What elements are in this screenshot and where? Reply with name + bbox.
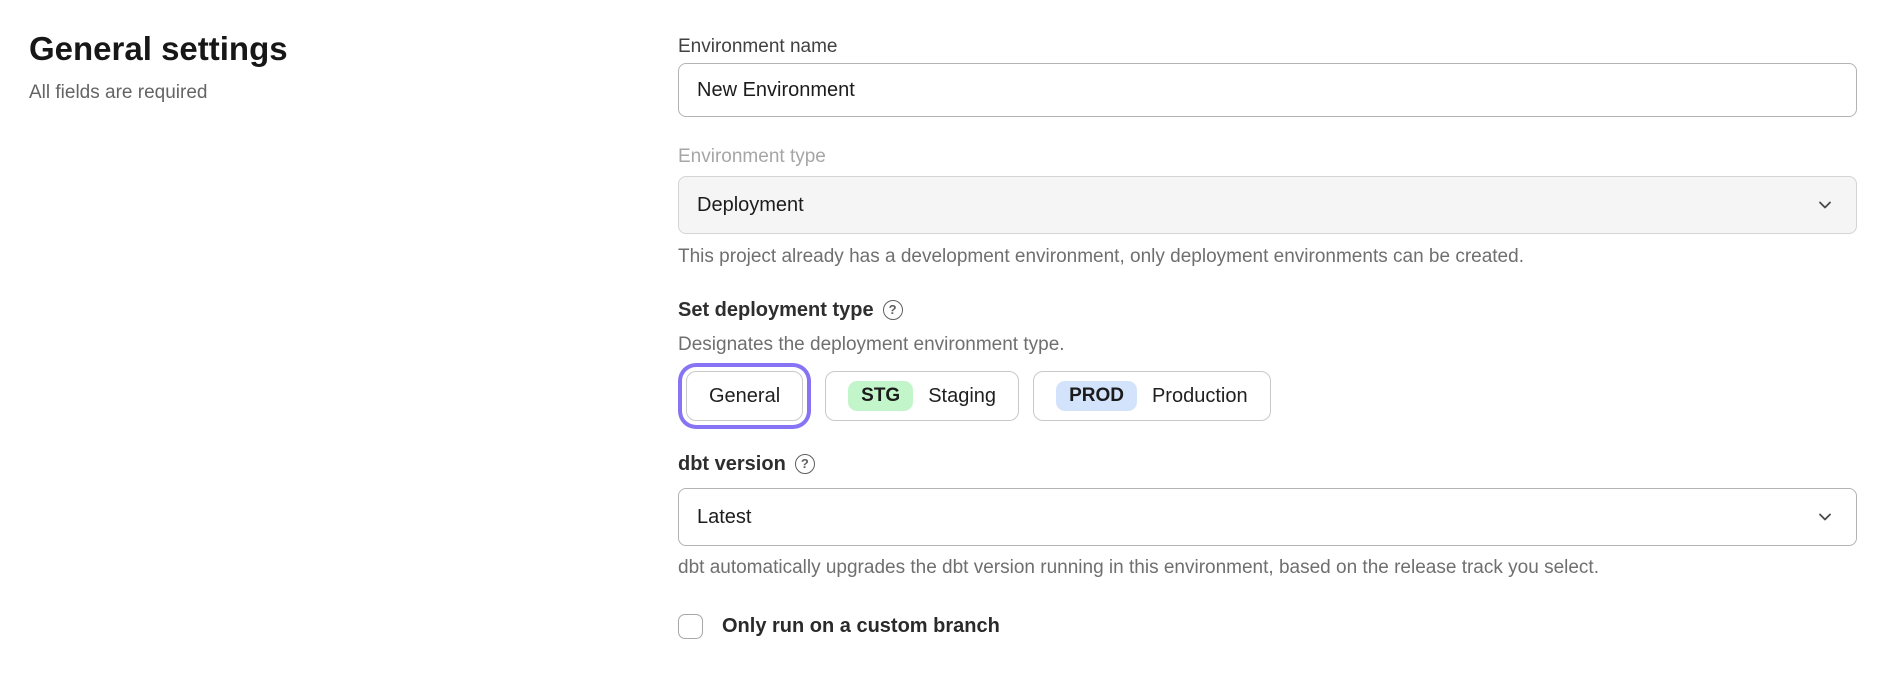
deployment-type-options: General STG Staging PROD Production xyxy=(678,371,1857,421)
staging-badge: STG xyxy=(848,381,914,411)
dbt-version-select[interactable]: Latest xyxy=(678,488,1857,546)
dbt-version-label-text: dbt version xyxy=(678,453,786,475)
environment-name-value: New Environment xyxy=(697,78,855,101)
environment-name-input[interactable]: New Environment xyxy=(678,63,1857,117)
help-icon[interactable]: ? xyxy=(882,300,903,320)
chevron-down-icon xyxy=(1816,508,1834,526)
environment-type-value: Deployment xyxy=(697,193,804,216)
option-label: General xyxy=(709,384,781,407)
deployment-type-label-text: Set deployment type xyxy=(678,299,874,321)
deployment-type-helper: Designates the deployment environment ty… xyxy=(678,334,1065,355)
page-title: General settings xyxy=(29,30,288,67)
option-label: Staging xyxy=(928,384,997,407)
deployment-type-option-staging[interactable]: STG Staging xyxy=(825,371,1020,421)
environment-type-select[interactable]: Deployment xyxy=(678,176,1857,234)
chevron-down-icon xyxy=(1816,196,1834,214)
environment-type-label: Environment type xyxy=(678,146,826,167)
help-icon[interactable]: ? xyxy=(794,454,815,474)
environment-type-helper: This project already has a development e… xyxy=(678,246,1524,267)
dbt-version-label: dbt version ? xyxy=(678,453,1857,475)
deployment-type-label: Set deployment type ? xyxy=(678,299,1857,321)
page-subtitle: All fields are required xyxy=(29,82,208,103)
option-label: Production xyxy=(1151,384,1248,407)
custom-branch-label[interactable]: Only run on a custom branch xyxy=(722,615,1000,637)
environment-form: Environment name New Environment Environ… xyxy=(678,37,1857,639)
deployment-type-option-general[interactable]: General xyxy=(686,371,804,421)
custom-branch-row[interactable]: Only run on a custom branch xyxy=(678,614,1857,639)
settings-header: General settings All fields are required xyxy=(29,30,589,104)
dbt-version-value: Latest xyxy=(697,505,752,528)
production-badge: PROD xyxy=(1056,381,1137,411)
environment-name-label: Environment name xyxy=(678,36,838,57)
deployment-type-option-production[interactable]: PROD Production xyxy=(1033,371,1271,421)
dbt-version-helper: dbt automatically upgrades the dbt versi… xyxy=(678,557,1599,578)
custom-branch-checkbox[interactable] xyxy=(678,614,703,639)
